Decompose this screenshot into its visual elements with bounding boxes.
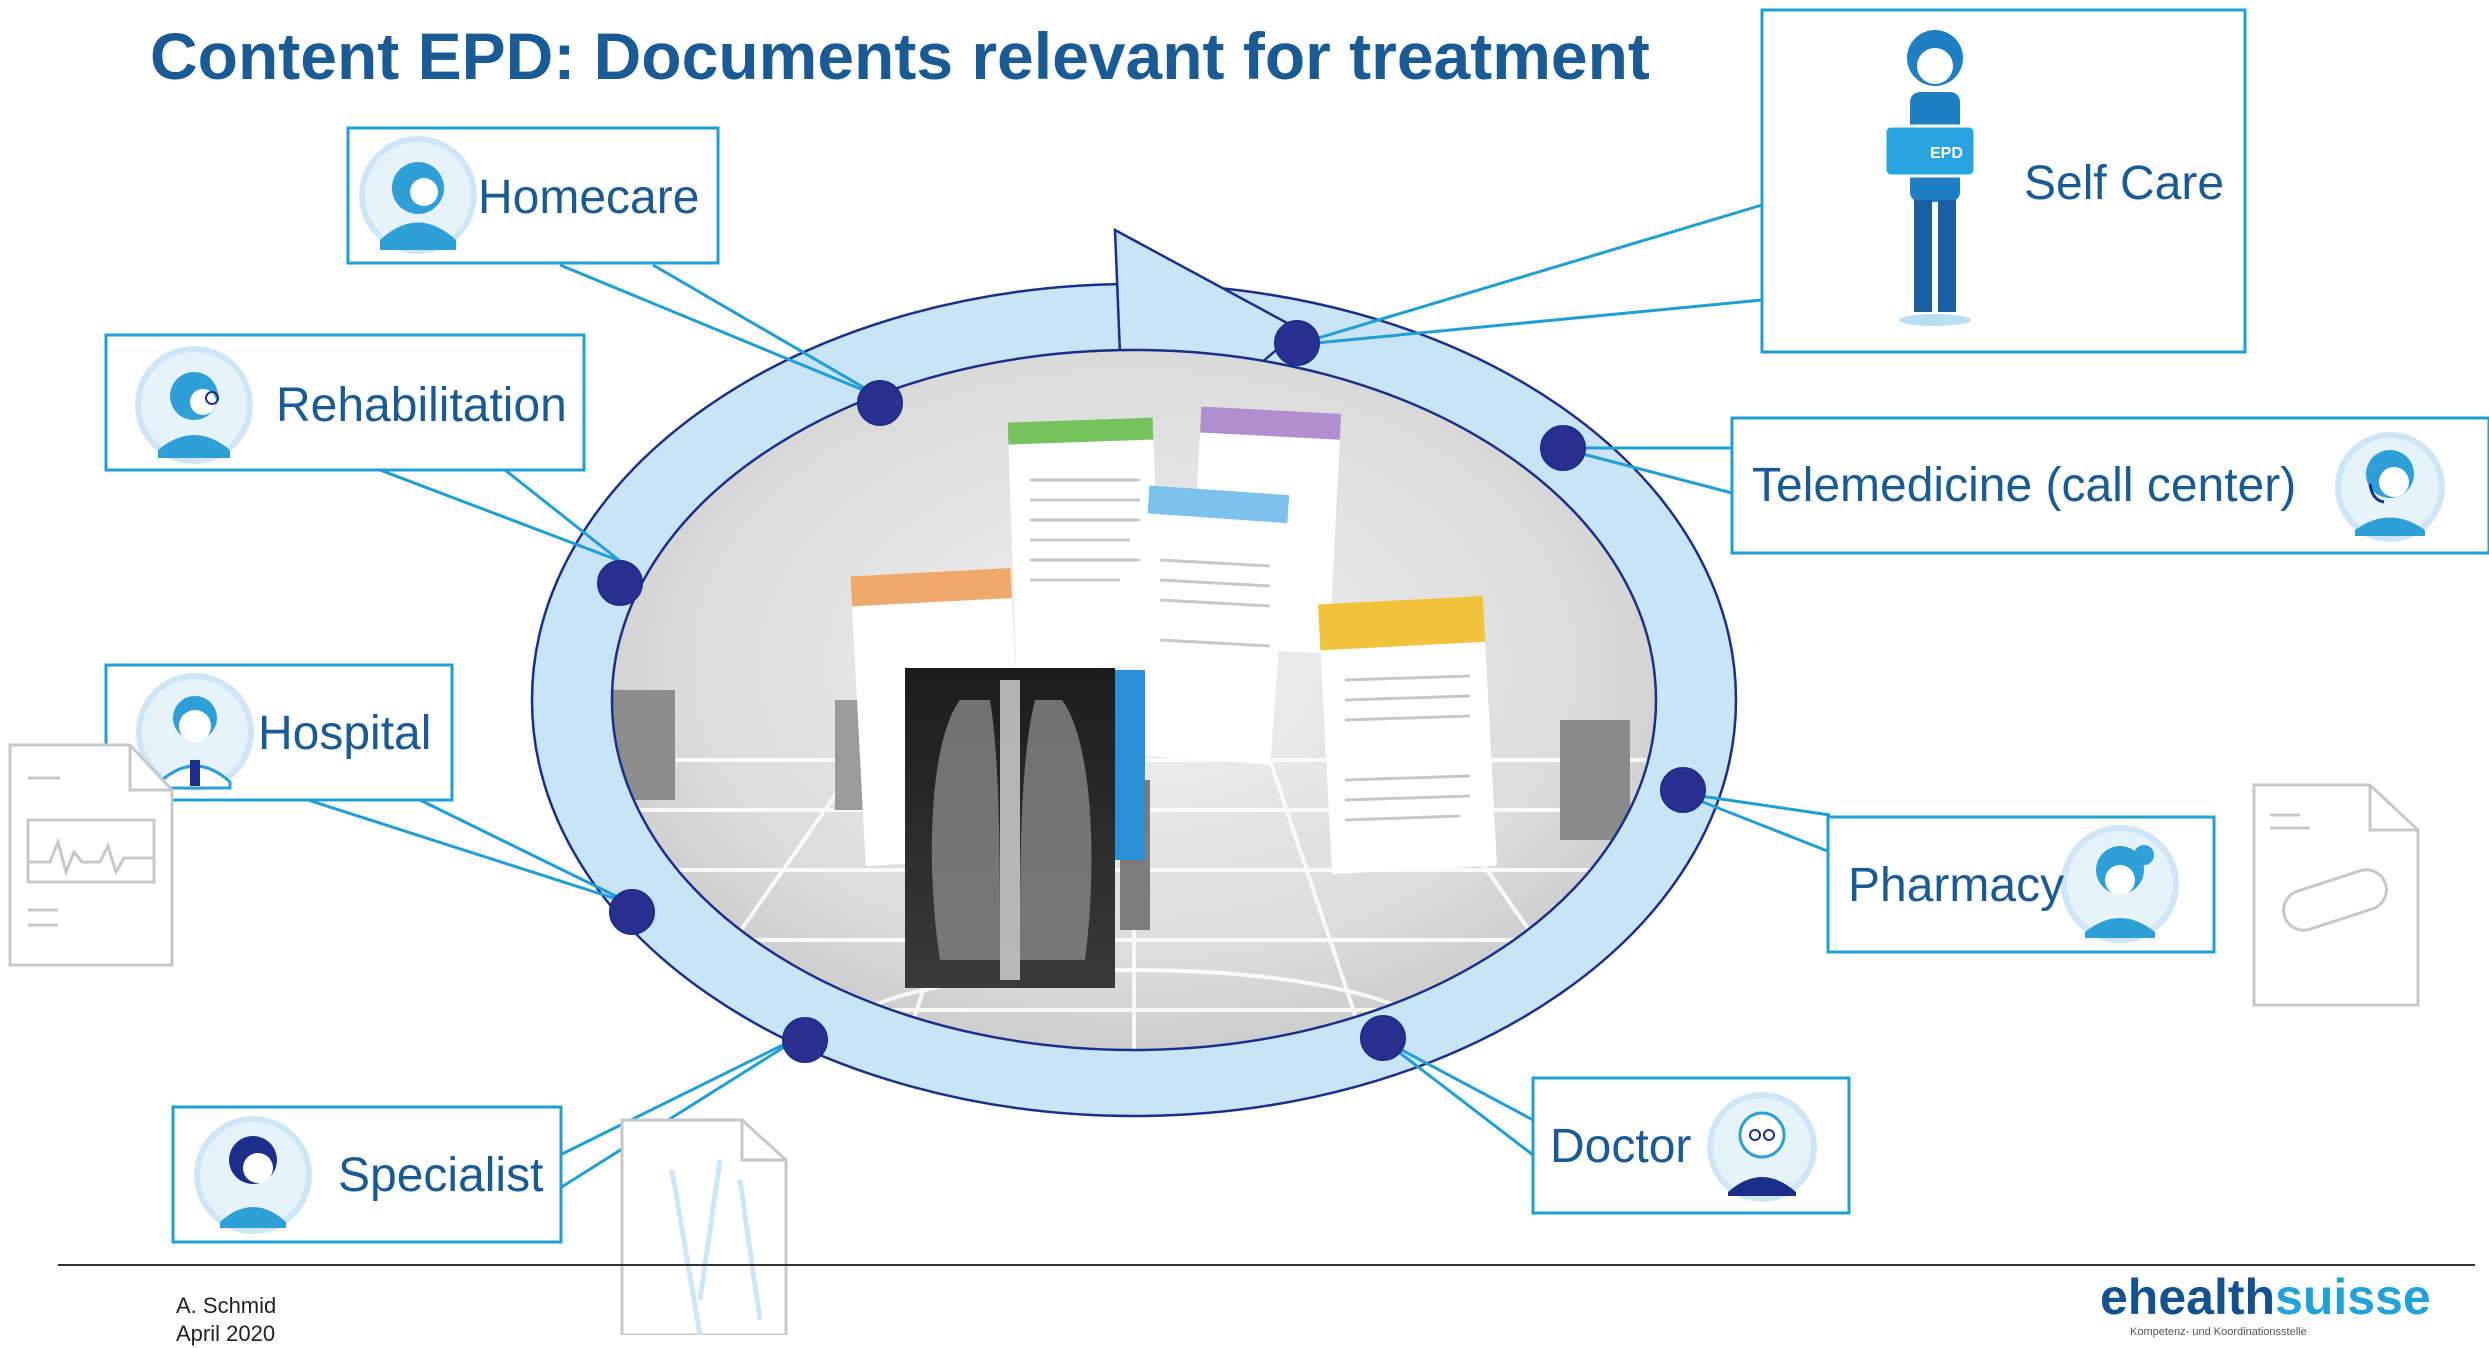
headset-avatar-icon xyxy=(2335,432,2445,542)
page-title: Content EPD: Documents relevant for trea… xyxy=(150,19,1650,93)
node-dot-hospital xyxy=(609,889,655,935)
label-homecare: Homecare xyxy=(478,171,700,224)
pill-document-icon xyxy=(2252,783,2420,1007)
doctor-avatar-icon xyxy=(1707,1092,1817,1202)
node-dot-doctor xyxy=(1360,1015,1406,1061)
ecg-document-icon xyxy=(8,743,174,967)
specialist-avatar-icon xyxy=(194,1116,312,1234)
label-rehabilitation: Rehabilitation xyxy=(276,379,567,432)
label-pharmacy: Pharmacy xyxy=(1848,859,2065,912)
label-hospital: Hospital xyxy=(258,707,432,760)
footer-date: April 2020 xyxy=(176,1321,276,1346)
label-telemedicine: Telemedicine (call center) xyxy=(1752,459,2297,512)
physician-avatar-icon xyxy=(136,673,254,791)
node-dot-pharmacy xyxy=(1660,767,1706,813)
logo-tagline: Kompetenz- und Koordinationsstelle xyxy=(2130,1326,2307,1338)
node-dot-specialist xyxy=(782,1017,828,1063)
therapist-avatar-icon xyxy=(135,346,253,464)
xray-document-icon xyxy=(620,1118,788,1335)
node-dot-telemedicine xyxy=(1540,425,1586,471)
self-care-box xyxy=(1760,8,2247,354)
logo-part1: ehealth xyxy=(2100,1269,2276,1325)
pharmacist-avatar-icon xyxy=(2061,825,2179,943)
node-dot-homecare xyxy=(857,380,903,426)
node-dot-rehabilitation xyxy=(597,560,643,606)
label-doctor: Doctor xyxy=(1550,1120,1692,1173)
footer-author: A. Schmid xyxy=(176,1293,277,1318)
ehealthsuisse-logo: ehealthsuisse xyxy=(2100,1268,2431,1326)
footer-text: A. Schmid April 2020 xyxy=(176,1292,276,1348)
patient-figure-icon: EPD xyxy=(1883,30,1977,326)
node-dot-self-care xyxy=(1274,320,1320,366)
label-specialist: Specialist xyxy=(338,1149,544,1202)
documents-scene xyxy=(612,350,1656,1050)
epd-badge: EPD xyxy=(1930,145,1963,162)
logo-part2: suisse xyxy=(2275,1269,2431,1325)
label-self-care: Self Care xyxy=(2024,157,2225,210)
nurse-avatar-icon xyxy=(359,136,477,254)
